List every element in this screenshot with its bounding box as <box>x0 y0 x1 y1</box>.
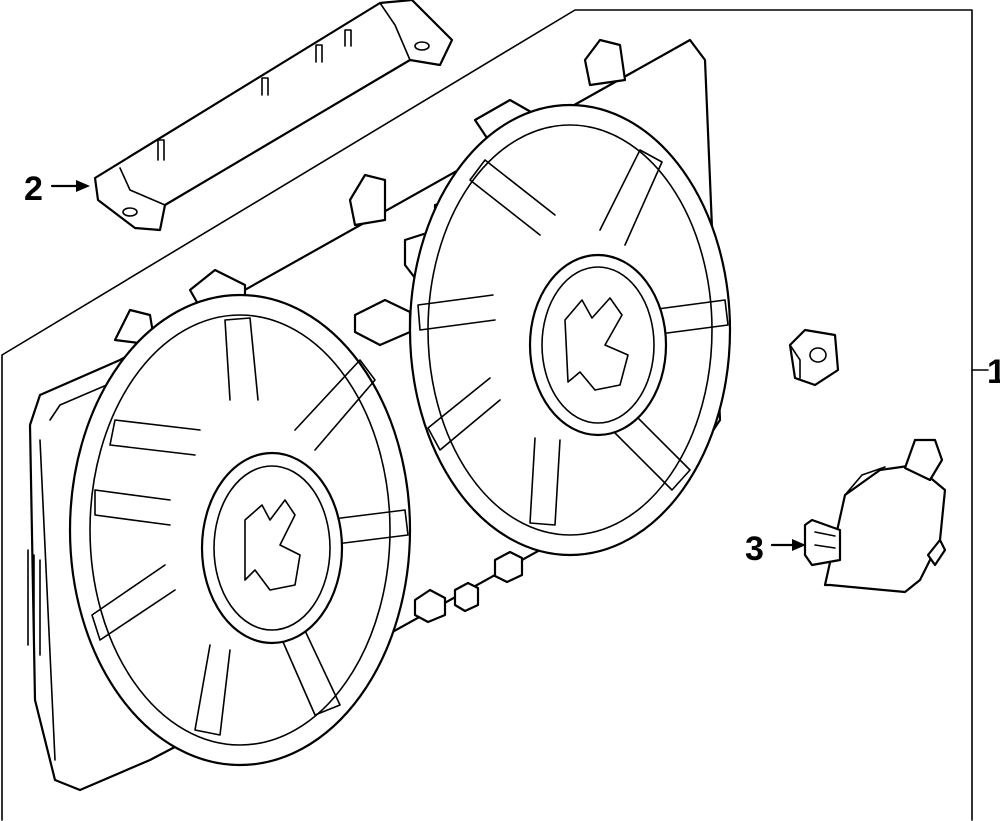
right-fan-blades <box>417 149 729 526</box>
left-fan <box>68 293 412 767</box>
right-fan-hub <box>528 253 668 437</box>
assembly-boundary <box>1 9 989 821</box>
left-fan-blades <box>91 317 409 736</box>
callout-3: 3 <box>745 530 806 568</box>
small-clip <box>788 328 840 387</box>
resistor-connector <box>803 438 947 594</box>
left-fan-hub <box>200 451 344 645</box>
upper-bracket <box>93 0 454 232</box>
callout-1-label: 1 <box>987 353 1000 391</box>
callout-3-label: 3 <box>745 530 764 568</box>
right-fan <box>408 103 732 557</box>
callout-2: 2 <box>24 170 90 208</box>
callout-2-label: 2 <box>24 170 43 208</box>
callout-1: 1 <box>987 353 1000 391</box>
